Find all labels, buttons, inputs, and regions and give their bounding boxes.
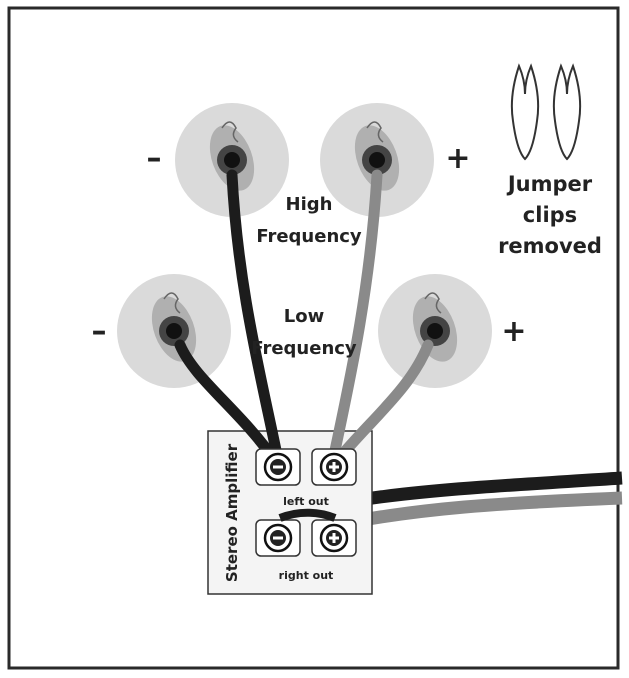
jumper-label-line3: removed — [498, 234, 602, 258]
right-out-minus-terminal — [255, 519, 301, 557]
jumper-label-line2: clips — [523, 203, 577, 227]
high-plus-sign: + — [445, 141, 470, 176]
amplifier-label: Stereo Amplifier — [223, 443, 241, 582]
left-out-minus-terminal — [255, 448, 301, 486]
low-frequency-label-line2: Frequency — [251, 338, 357, 359]
low-plus-sign: + — [501, 314, 526, 349]
right-out-cable-ends — [278, 508, 337, 522]
binding-post-high-minus — [175, 103, 289, 217]
high-minus-sign: – — [147, 141, 162, 176]
binding-post-high-plus — [320, 103, 434, 217]
left-out-plus-terminal — [311, 448, 357, 486]
left-out-label: left out — [283, 495, 329, 508]
jumper-label-line1: Jumper — [506, 172, 593, 196]
right-out-label: right out — [279, 569, 334, 582]
high-frequency-label-line2: Frequency — [256, 226, 362, 247]
binding-post-low-plus — [378, 274, 492, 388]
left-out-cables — [174, 169, 434, 468]
jumper-clip-icon — [510, 63, 582, 161]
binding-post-low-minus — [117, 274, 231, 388]
right-out-plus-terminal — [311, 519, 357, 557]
low-frequency-label-line1: Low — [284, 306, 324, 327]
low-minus-sign: – — [92, 314, 107, 349]
high-frequency-label-line1: High — [286, 194, 333, 215]
